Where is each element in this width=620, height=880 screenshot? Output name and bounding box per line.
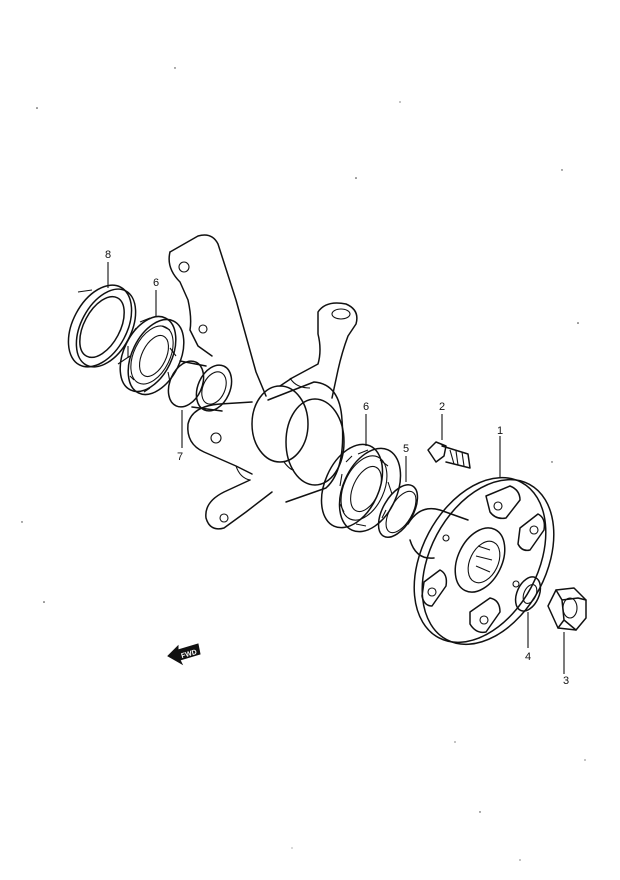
callout-2: 2: [439, 401, 445, 413]
wheel-hub-part-1: [407, 476, 555, 646]
snap-ring-part-5: [377, 484, 419, 538]
callout-6-right: 6: [363, 401, 369, 413]
nut-part-3: [547, 587, 587, 631]
bearing-part-6-left: [119, 315, 185, 396]
washer-part-4: [514, 576, 542, 612]
callout-3: 3: [563, 675, 569, 687]
hub-bolt-part-2: [427, 441, 471, 469]
spacer-part-7: [167, 360, 233, 412]
oil-seal-part-8: [67, 284, 137, 368]
callout-7: 7: [177, 451, 183, 463]
forward-arrow-icon: FWD: [167, 643, 201, 666]
leader-lines: [107, 262, 565, 674]
callout-6-left: 6: [153, 277, 159, 289]
scan-specks: [21, 67, 586, 861]
callout-1: 1: [497, 425, 503, 437]
callout-8: 8: [105, 249, 111, 261]
forward-label: FWD: [181, 649, 198, 660]
callout-4: 4: [525, 651, 531, 663]
steering-knuckle: [168, 234, 358, 530]
callout-5: 5: [403, 443, 409, 455]
